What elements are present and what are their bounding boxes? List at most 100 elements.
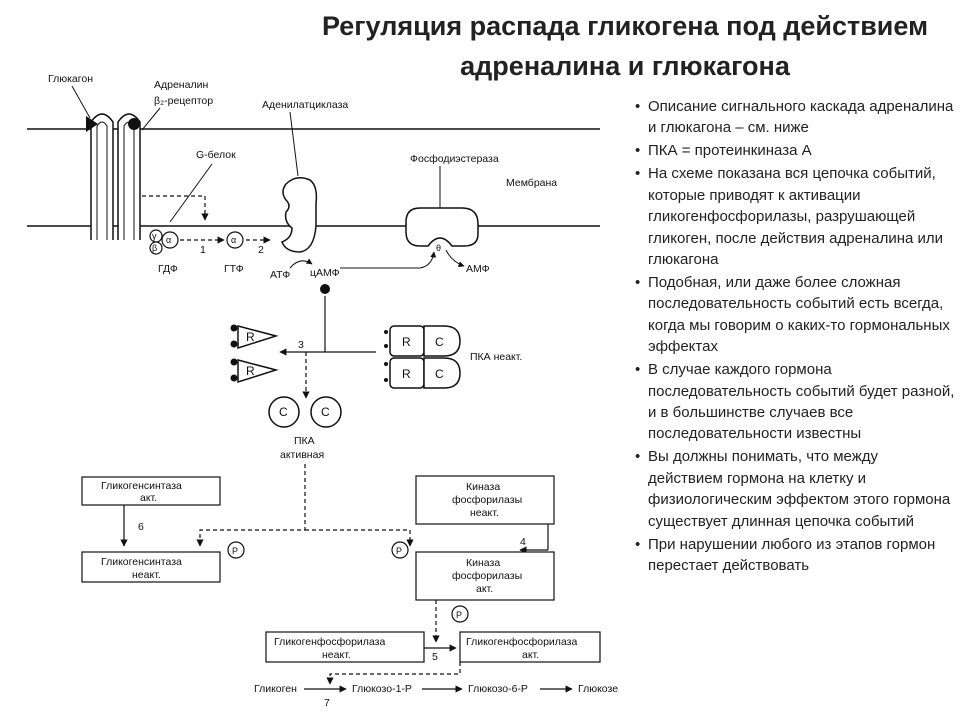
glucagon-pointer — [71, 85, 91, 119]
phosphate-label: P — [456, 610, 462, 620]
adenylate-cyclase-pointer — [289, 111, 299, 177]
phosphodiesterase-to-amp-arrow — [445, 249, 465, 268]
glucagon-receptor — [90, 113, 114, 240]
adenylate-cyclase-label: Аденилатциклаза — [262, 99, 348, 111]
glucagon-label: Глюкагон — [48, 73, 93, 85]
pk-inactive-line-1: Киназа — [466, 481, 500, 493]
bullet-item: Подобная, или даже более сложная последо… — [635, 272, 955, 358]
step-7-label: 7 — [324, 697, 330, 709]
adrenaline-ligand-icon — [128, 118, 140, 130]
pka-action-arrows — [196, 464, 414, 547]
adrenaline-receptor — [117, 113, 141, 240]
bullet-item: Описание сигнального каскада адреналина … — [635, 96, 955, 139]
glucose-6-phosphate-label: Глюкозо-6-Р — [468, 683, 528, 695]
step-4-label: 4 — [520, 536, 526, 548]
pk-inactive-line-3: неакт. — [470, 507, 499, 519]
pk-inactive-line-2: фосфорилазы — [452, 494, 522, 506]
bullet-item: Вы должны понимать, что между действием … — [635, 446, 955, 532]
g-protein-label: G-белок — [196, 149, 236, 161]
pk-active-line-2: фосфорилазы — [452, 570, 522, 582]
amp-label: АМФ — [466, 263, 490, 275]
bullet-item: ПКА = протеинкиназа А — [635, 140, 955, 162]
membrane-label: Мембрана — [506, 177, 557, 189]
atp-to-camp-arrow — [289, 258, 313, 269]
theta-label: θ — [436, 243, 441, 253]
pka-active-catalytic-subunits — [268, 396, 342, 428]
pka-active-c-label: C — [321, 405, 330, 419]
bullet-list: Описание сигнального каскада адреналина … — [635, 96, 955, 578]
glucose-1-phosphate-label: Глюкозо-1-Р — [352, 683, 412, 695]
gp-to-glycogen-arrow — [326, 662, 461, 685]
phosphate-label: P — [396, 546, 402, 556]
pka-inactive-label: ПКА неакт. — [470, 351, 522, 363]
gs-inactive-line-2: неакт. — [132, 569, 161, 581]
bullet-item: На схеме показана вся цепочка событий, к… — [635, 163, 955, 270]
r-subunit-label: R — [246, 330, 255, 344]
alpha-subunit-label: α — [166, 235, 171, 245]
phosphate-badge-icon — [391, 541, 409, 559]
pk-active-line-1: Киназа — [466, 557, 500, 569]
signaling-cascade-diagram: Мембрана Глюкагон Адреналин β₂-рецептор … — [27, 73, 618, 709]
gs-active-line-2: акт. — [140, 492, 157, 504]
pk-active-line-3: акт. — [476, 583, 493, 595]
pka-active-label-1: ПКА — [294, 435, 315, 447]
glycogen-phosphorylase-active-box — [459, 631, 601, 663]
phosphodiesterase-label: Фосфодиэстераза — [410, 153, 499, 165]
phosphate-badge-icon — [451, 605, 469, 623]
receptor-to-g-protein-arrow — [142, 195, 209, 221]
gamma-subunit-label: γ — [152, 231, 157, 241]
step-3-label: 3 — [298, 339, 304, 351]
bullet-item: При нарушении любого из этапов гормон пе… — [635, 534, 955, 577]
glycogen-synthase-inactive-box — [81, 551, 221, 583]
pka-inactive-camp-sites — [384, 330, 388, 382]
glycogen-synthase-active-box — [81, 476, 221, 506]
title-line-2: адреналина и глюкагона — [460, 51, 790, 81]
step-5-label: 5 — [432, 651, 438, 663]
alpha-subunit-active-label: α — [231, 235, 236, 245]
pka-inactive-r-label: R — [402, 335, 411, 349]
bullet-item: В случае каждого гормона последовательно… — [635, 359, 955, 445]
page-title: Регуляция распада гликогена под действие… — [300, 6, 950, 86]
pka-inactive-r-label: R — [402, 367, 411, 381]
g-protein-complex — [149, 229, 244, 255]
regulatory-subunits-released — [237, 325, 279, 384]
phosphorylase-kinase-active-box — [415, 551, 555, 601]
title-line-1: Регуляция распада гликогена под действие… — [321, 11, 929, 41]
glucose-label: Глюкозе — [578, 683, 618, 695]
atp-label: АТФ — [270, 269, 290, 281]
glucagon-ligand-icon — [86, 116, 98, 132]
gs-inactive-line-1: Гликогенсинтаза — [101, 556, 182, 568]
pka-inactive-c-label: C — [435, 335, 444, 349]
phosphate-label: P — [232, 546, 238, 556]
adenylate-cyclase-enzyme — [281, 177, 318, 253]
camp-label: цАМФ — [310, 267, 340, 279]
gs-active-line-1: Гликогенсинтаза — [101, 480, 182, 492]
beta2-receptor-label: β₂-рецептор — [154, 95, 213, 107]
gdp-label: ГДФ — [158, 263, 178, 275]
phosphate-badge-icon — [227, 541, 245, 559]
camp-to-phosphodiesterase-arrow — [340, 251, 437, 269]
gtp-label: ГТФ — [224, 263, 244, 275]
step-2-label: 2 — [258, 244, 264, 256]
adrenaline-label: Адреналин — [154, 79, 208, 91]
phosphorylase-kinase-inactive-box — [415, 475, 555, 525]
pka-active-label-2: активная — [280, 449, 324, 461]
phosphodiesterase-enzyme — [405, 207, 479, 247]
camp-bound-dots — [230, 324, 238, 382]
gp-active-line-1: Гликогенфосфорилаза — [466, 636, 577, 648]
beta-subunit-label: β — [152, 243, 157, 253]
gp-inactive-line-2: неакт. — [322, 649, 351, 661]
r-subunit-label: R — [246, 364, 255, 378]
step-1-label: 1 — [200, 244, 206, 256]
pka-active-c-label: C — [279, 405, 288, 419]
glycogen-label: Гликоген — [254, 683, 297, 695]
gp-active-line-2: акт. — [522, 649, 539, 661]
pka-inactive-c-label: C — [435, 367, 444, 381]
beta2-pointer — [141, 107, 161, 131]
glycogen-phosphorylase-inactive-box — [265, 631, 425, 663]
camp-dot-icon — [320, 284, 330, 294]
pka-inactive-complex — [389, 325, 461, 389]
step-6-label: 6 — [138, 521, 144, 533]
gp-inactive-line-1: Гликогенфосфорилаза — [274, 636, 385, 648]
g-protein-pointer — [169, 163, 213, 223]
